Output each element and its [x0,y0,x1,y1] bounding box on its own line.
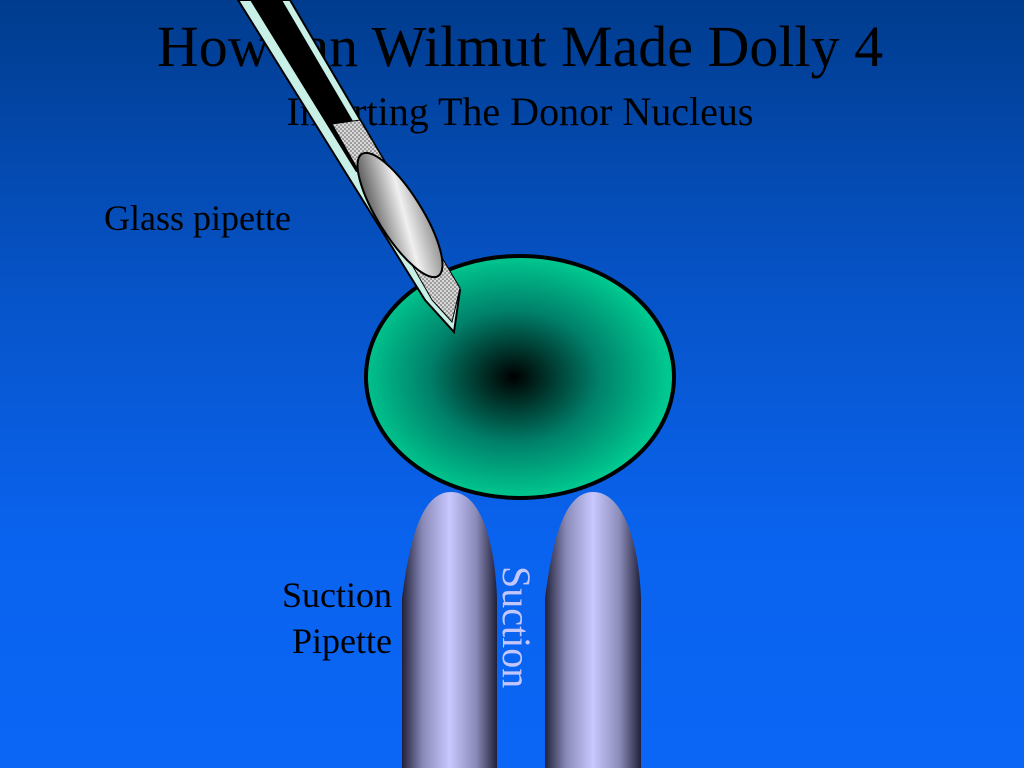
donor-nucleus [356,151,444,279]
glass-pipette-label: Glass pipette [104,198,291,238]
suction-pipette-left [402,492,497,768]
suction-pipette-label: Suction Pipette [236,572,392,664]
suction-pipette-label-line1: Suction [281,575,392,615]
egg-cell [364,254,676,500]
suction-pipette-right [545,492,641,768]
suction-pipette-label-line2: Pipette [292,621,392,661]
suction-pipette [402,492,641,768]
suction-direction-label: Suction [494,566,539,689]
cell-body [364,254,676,500]
glass-pipette [236,0,462,335]
